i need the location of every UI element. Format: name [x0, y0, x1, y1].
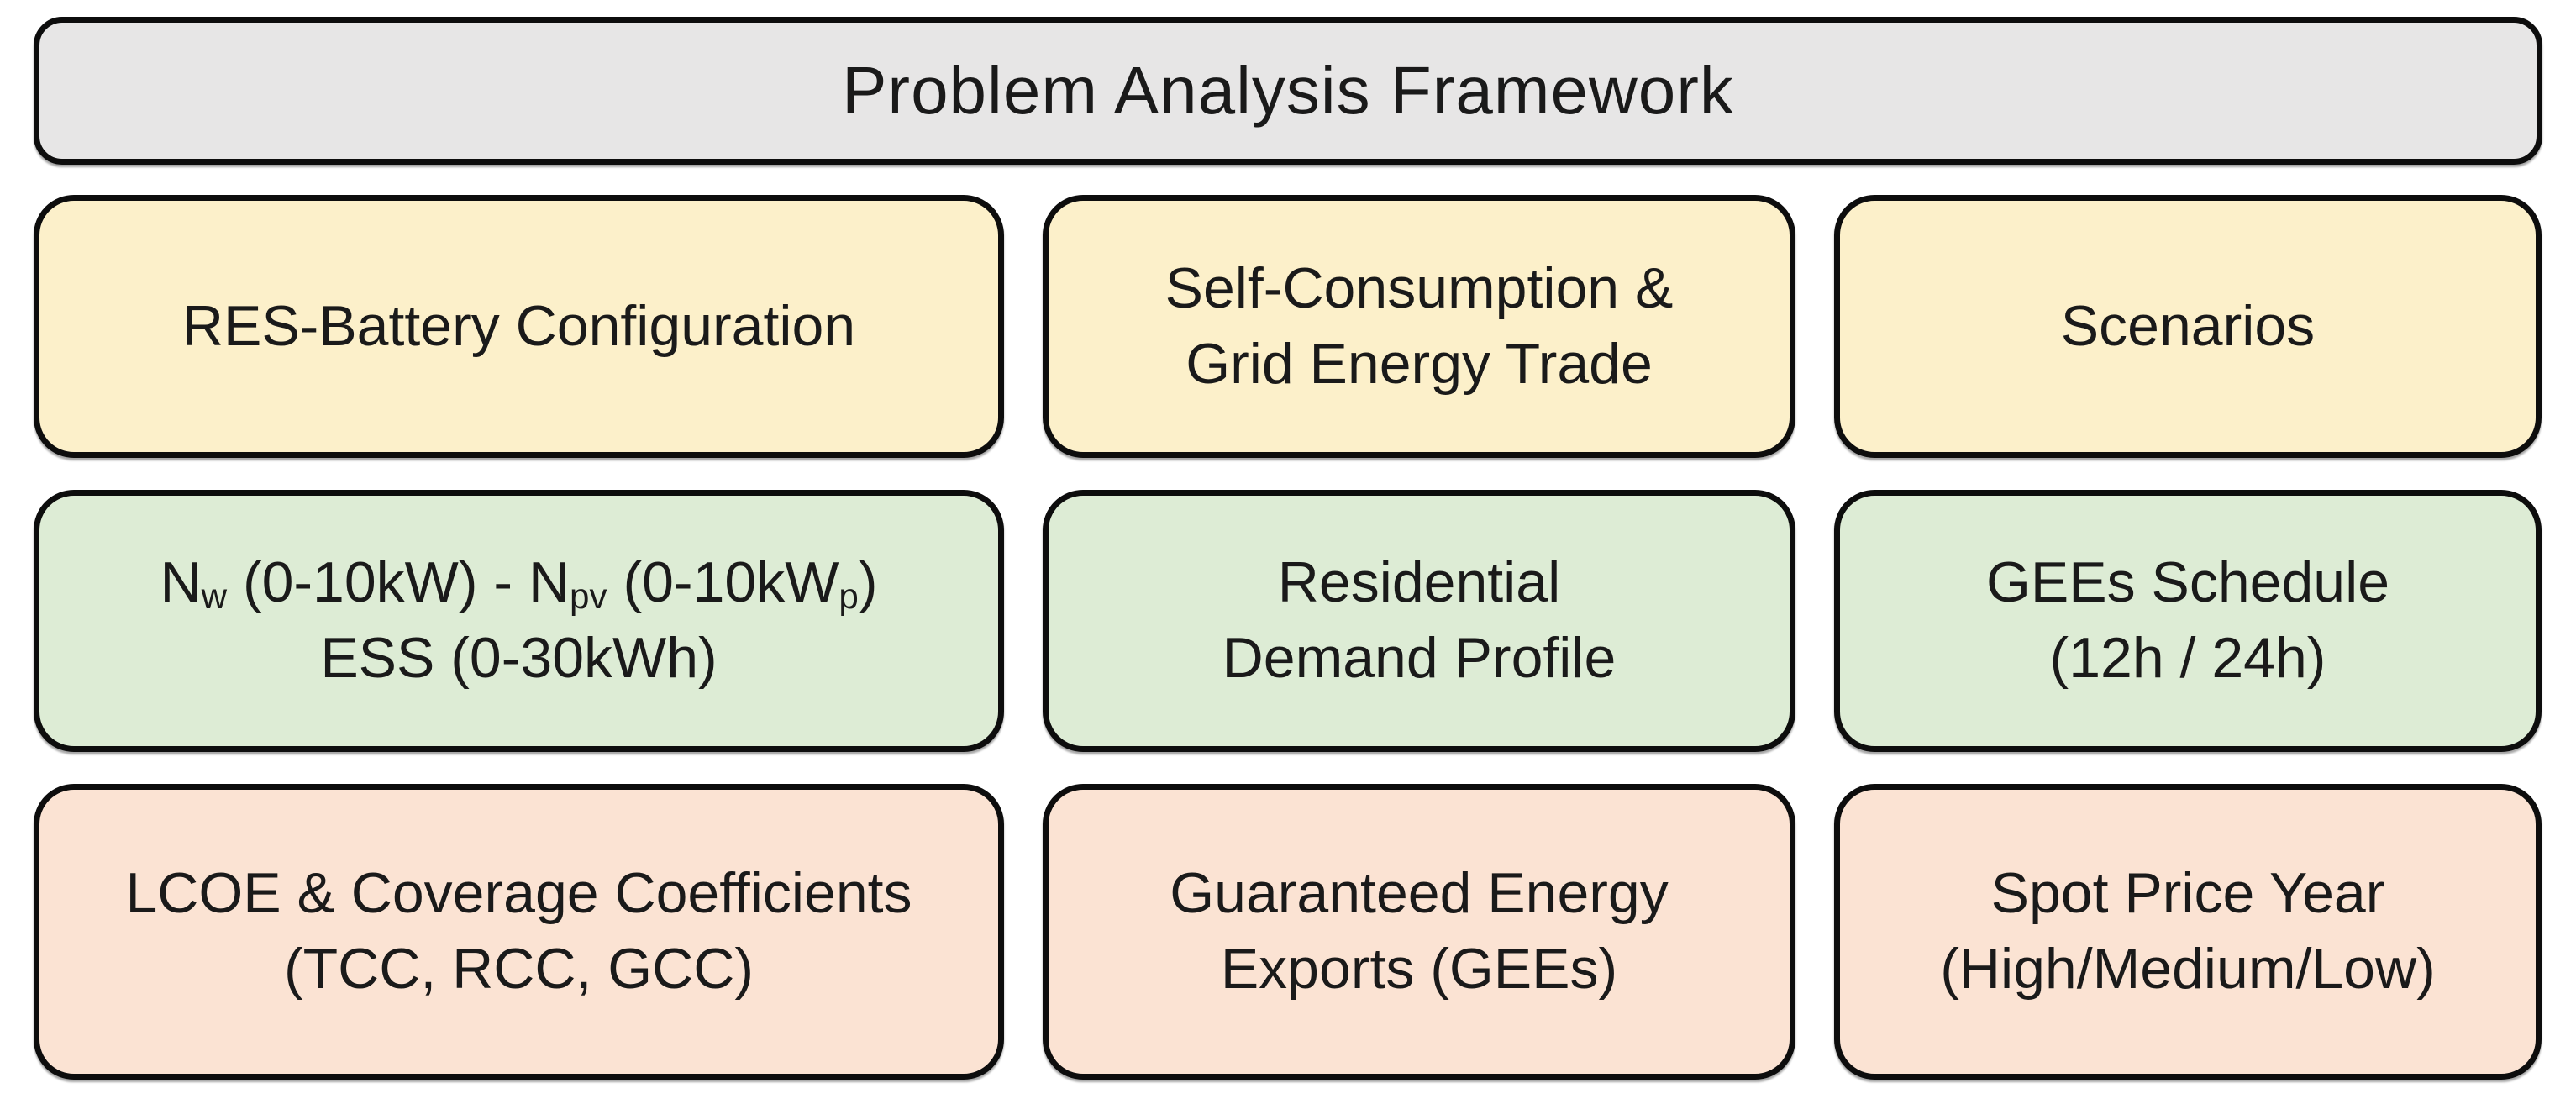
box-line: Grid Energy Trade: [1185, 331, 1653, 396]
subscript-segment: pv: [570, 576, 607, 616]
framework-header-box: Problem Analysis Framework: [34, 17, 2542, 165]
box-guaranteed-energy-exports: Guaranteed Energy Exports (GEEs): [1043, 784, 1795, 1080]
box-res-battery-configuration: RES-Battery Configuration: [34, 195, 1004, 458]
box-line: RES-Battery Configuration: [181, 293, 856, 358]
subscript-segment: w: [201, 576, 228, 616]
box-residential-demand-profile: Residential Demand Profile: [1043, 490, 1795, 752]
box-line: Scenarios: [2060, 293, 2316, 358]
box-line: LCOE & Coverage Coefficients: [125, 861, 912, 926]
box-res-sizing-ranges: Nw (0-10kW) - Npv (0-10kWp) ESS (0-30kWh…: [34, 490, 1004, 752]
box-line: ESS (0-30kWh): [320, 626, 718, 690]
box-line: (TCC, RCC, GCC): [283, 937, 754, 1001]
box-line: Exports (GEEs): [1220, 937, 1618, 1001]
box-line: Self-Consumption &: [1164, 255, 1674, 320]
box-line: GEEs Schedule: [1985, 550, 2390, 615]
box-lcoe-coverage-coefficients: LCOE & Coverage Coefficients (TCC, RCC, …: [34, 784, 1004, 1080]
box-gees-schedule: GEEs Schedule (12h / 24h): [1834, 490, 2542, 752]
subscript-segment: p: [839, 576, 859, 616]
text-segment: (0-10kW) - N: [227, 550, 570, 615]
box-line: (High/Medium/Low): [1940, 937, 2436, 1001]
text-segment: (0-10kW: [607, 550, 839, 615]
text-segment: ): [858, 550, 878, 615]
box-spot-price-year: Spot Price Year (High/Medium/Low): [1834, 784, 2542, 1080]
box-scenarios: Scenarios: [1834, 195, 2542, 458]
framework-grid: RES-Battery Configuration Self-Consumpti…: [34, 195, 2542, 1080]
box-line: (12h / 24h): [2049, 626, 2326, 690]
text-segment: N: [160, 550, 202, 615]
box-line: Guaranteed Energy: [1170, 861, 1669, 926]
box-line: Demand Profile: [1222, 626, 1617, 690]
box-line: Spot Price Year: [1990, 861, 2385, 926]
box-self-consumption-grid-energy-trade: Self-Consumption & Grid Energy Trade: [1043, 195, 1795, 458]
box-line: Nw (0-10kW) - Npv (0-10kWp): [160, 545, 877, 621]
box-line: Residential: [1277, 550, 1561, 615]
framework-title: Problem Analysis Framework: [842, 53, 1734, 128]
